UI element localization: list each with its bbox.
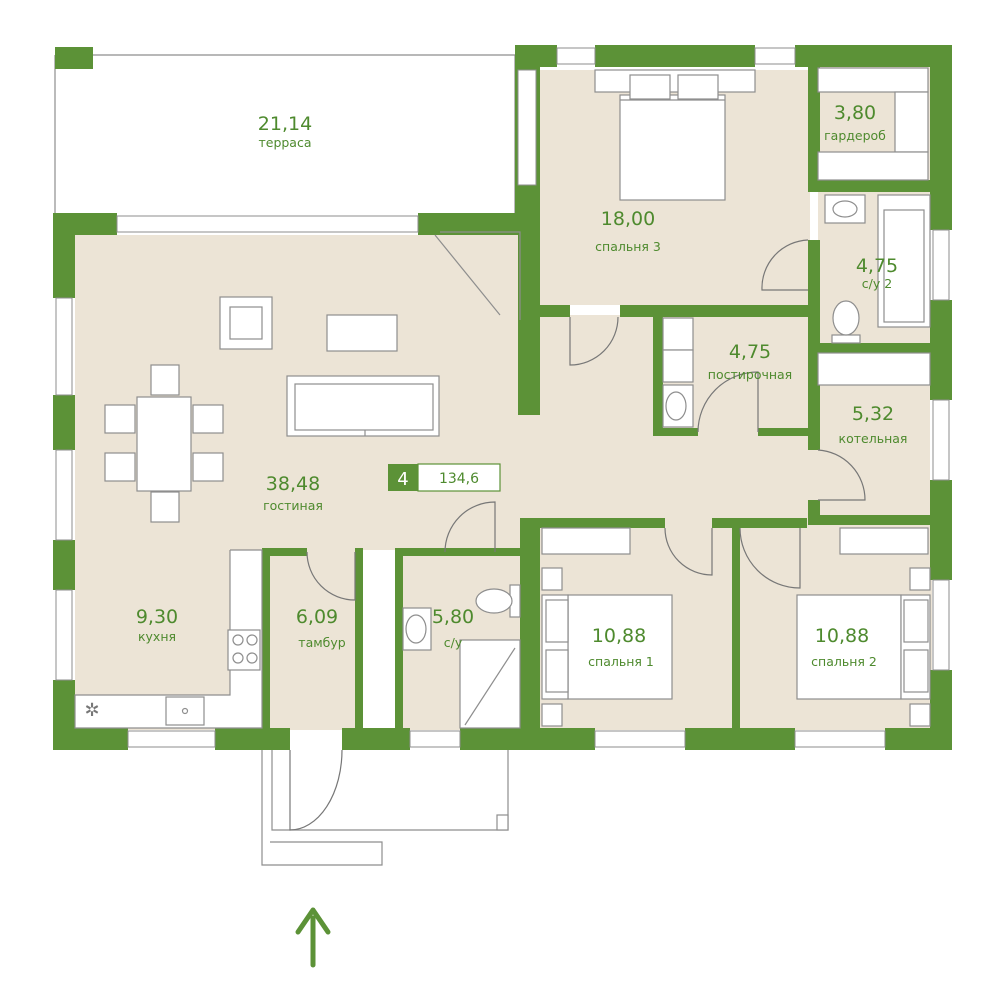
room-label-wardrobe: 3,80 гардероб [824, 102, 886, 143]
furniture: ✲ [74, 67, 931, 729]
name-living: гостиная [263, 498, 323, 513]
total-area: 134,6 [439, 471, 479, 487]
windows [55, 47, 950, 748]
room-label-vestibule: 6,09 тамбур [296, 606, 346, 650]
room-label-boiler: 5,32 котельная [839, 403, 908, 446]
svg-text:✲: ✲ [84, 700, 99, 721]
apartment-badge: 4 134,6 [388, 463, 501, 492]
area-kitchen: 9,30 [136, 606, 178, 628]
name-bedroom1: спальня 1 [588, 654, 654, 669]
doors [306, 231, 866, 601]
area-terrace: 21,14 [258, 113, 312, 135]
area-living: 38,48 [266, 473, 320, 495]
room-label-living: 38,48 гостиная [263, 473, 323, 513]
area-bathroom1: 5,80 [432, 606, 474, 628]
porch-outline [261, 749, 509, 866]
name-vestibule: тамбур [298, 635, 345, 650]
area-boiler: 5,32 [852, 403, 894, 425]
name-bedroom3: спальня 3 [595, 239, 661, 254]
room-label-bedroom2: 10,88 спальня 2 [811, 625, 877, 669]
area-laundry: 4,75 [729, 341, 771, 363]
room-label-bedroom1: 10,88 спальня 1 [588, 625, 654, 669]
rooms-count: 4 [397, 469, 408, 490]
area-vestibule: 6,09 [296, 606, 338, 628]
room-label-kitchen: 9,30 кухня [136, 606, 178, 644]
area-bedroom3: 18,00 [601, 208, 655, 230]
room-label-bathroom1: 5,80 с/у [432, 606, 474, 650]
name-bathroom1: с/у [444, 635, 463, 650]
name-wardrobe: гардероб [824, 128, 886, 143]
room-label-terrace: 21,14 терраса [258, 113, 312, 150]
name-bathroom2: с/у 2 [862, 276, 892, 291]
room-label-laundry: 4,75 постирочная [708, 341, 792, 382]
area-bedroom1: 10,88 [592, 625, 646, 647]
name-laundry: постирочная [708, 367, 792, 382]
name-kitchen: кухня [138, 629, 176, 644]
area-bathroom2: 4,75 [856, 255, 898, 277]
room-label-bathroom2: 4,75 с/у 2 [856, 255, 898, 291]
name-boiler: котельная [839, 431, 908, 446]
name-terrace: терраса [258, 135, 311, 150]
area-wardrobe: 3,80 [834, 102, 876, 124]
room-label-bedroom3: 18,00 спальня 3 [595, 208, 661, 254]
name-bedroom2: спальня 2 [811, 654, 877, 669]
arrow-up-icon [295, 907, 331, 968]
area-bedroom2: 10,88 [815, 625, 869, 647]
